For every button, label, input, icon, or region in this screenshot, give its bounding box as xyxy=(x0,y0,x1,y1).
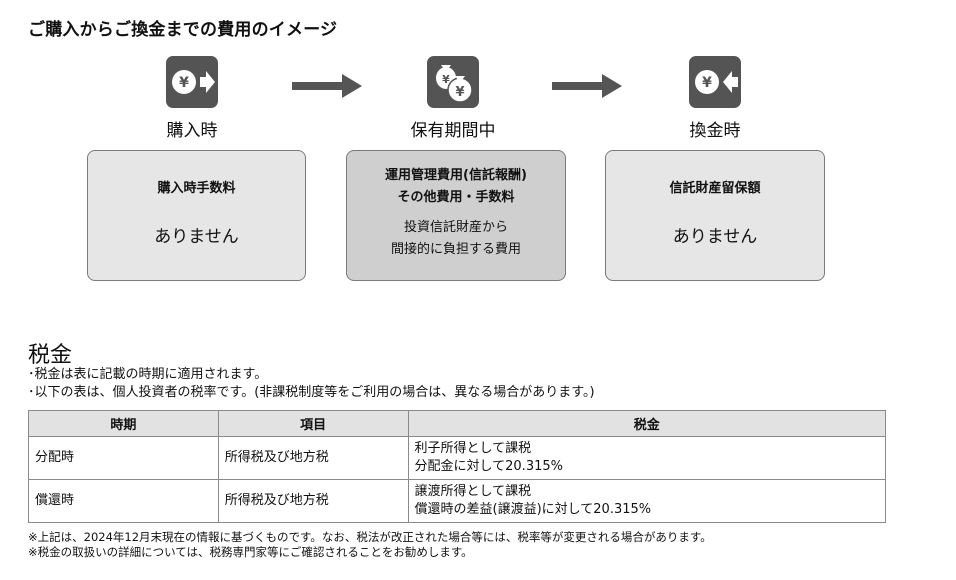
purchase-fee-value: ありません xyxy=(154,227,239,247)
redemption-fee-box: 信託財産留保額 ありません xyxy=(605,150,825,281)
holding-cost-desc-line2: 間接的に負担する費用 xyxy=(390,242,521,257)
redemption-fee-title: 信託財産留保額 xyxy=(669,181,761,196)
arrow-right-icon xyxy=(552,74,624,98)
svg-text:¥: ¥ xyxy=(455,85,464,100)
column-header-period: 時期 xyxy=(28,410,219,437)
cell-tax-line: 譲渡所得として課税 xyxy=(414,484,532,499)
stage-label-redemption: 換金時 xyxy=(689,121,741,141)
tax-heading: 税金 xyxy=(28,343,73,368)
cell-period: 償還時 xyxy=(28,479,219,523)
cost-image-title: ご購入からご換金までの費用のイメージ xyxy=(28,20,338,40)
cell-item: 所得税及び地方税 xyxy=(217,436,409,480)
footnote: ※税金の取扱いの詳細については、税務専門家等にご確認されることをお勧めします。 xyxy=(28,545,473,559)
stage-label-purchase: 購入時 xyxy=(166,121,218,141)
column-header-tax: 税金 xyxy=(407,410,887,437)
holding-cost-title-line2: その他費用・手数料 xyxy=(397,190,515,205)
cell-tax-line: 利子所得として課税 xyxy=(414,441,532,456)
table-row: 分配時 所得税及び地方税 利子所得として課税 分配金に対して20.315% xyxy=(28,436,887,480)
cell-tax: 譲渡所得として課税 償還時の差益(譲渡益)に対して20.315% xyxy=(407,479,887,523)
purchase-fee-box: 購入時手数料 ありません xyxy=(87,150,306,281)
cell-tax-line: 償還時の差益(譲渡益)に対して20.315% xyxy=(414,502,652,517)
column-header-item: 項目 xyxy=(217,410,409,437)
money-bags-icon: ¥ ¥ xyxy=(427,56,479,108)
cell-tax: 利子所得として課税 分配金に対して20.315% xyxy=(407,436,887,480)
table-row: 償還時 所得税及び地方税 譲渡所得として課税 償還時の差益(譲渡益)に対して20… xyxy=(28,479,887,523)
holding-cost-box: 運用管理費用(信託報酬) その他費用・手数料 投資信託財産から 間接的に負担する… xyxy=(346,150,566,281)
yen-in-icon: ¥ xyxy=(166,56,218,108)
footnote: ※上記は、2024年12月末現在の情報に基づくものです。なお、税法が改正された場… xyxy=(28,530,712,544)
tax-note: ･税金は表に記載の時期に適用されます。 xyxy=(28,367,268,382)
stage-label-holding: 保有期間中 xyxy=(410,121,496,141)
cell-tax-line: 分配金に対して20.315% xyxy=(414,459,563,474)
svg-text:¥: ¥ xyxy=(179,75,189,91)
svg-text:¥: ¥ xyxy=(442,73,450,86)
purchase-fee-title: 購入時手数料 xyxy=(157,181,236,196)
tax-note: ･以下の表は、個人投資者の税率です。(非課税制度等をご利用の場合は、異なる場合が… xyxy=(28,385,595,400)
holding-cost-desc-line1: 投資信託財産から xyxy=(403,220,508,235)
svg-text:¥: ¥ xyxy=(702,75,712,91)
arrow-right-icon xyxy=(292,74,364,98)
redemption-fee-value: ありません xyxy=(672,227,758,247)
table-header-row: 時期 項目 税金 xyxy=(28,410,887,437)
cell-item: 所得税及び地方税 xyxy=(217,479,409,523)
holding-cost-title-line1: 運用管理費用(信託報酬) xyxy=(385,168,527,183)
cell-period: 分配時 xyxy=(28,436,219,480)
yen-out-icon: ¥ xyxy=(689,56,741,108)
tax-table: 時期 項目 税金 分配時 所得税及び地方税 利子所得として課税 分配金に対して2… xyxy=(28,410,887,523)
